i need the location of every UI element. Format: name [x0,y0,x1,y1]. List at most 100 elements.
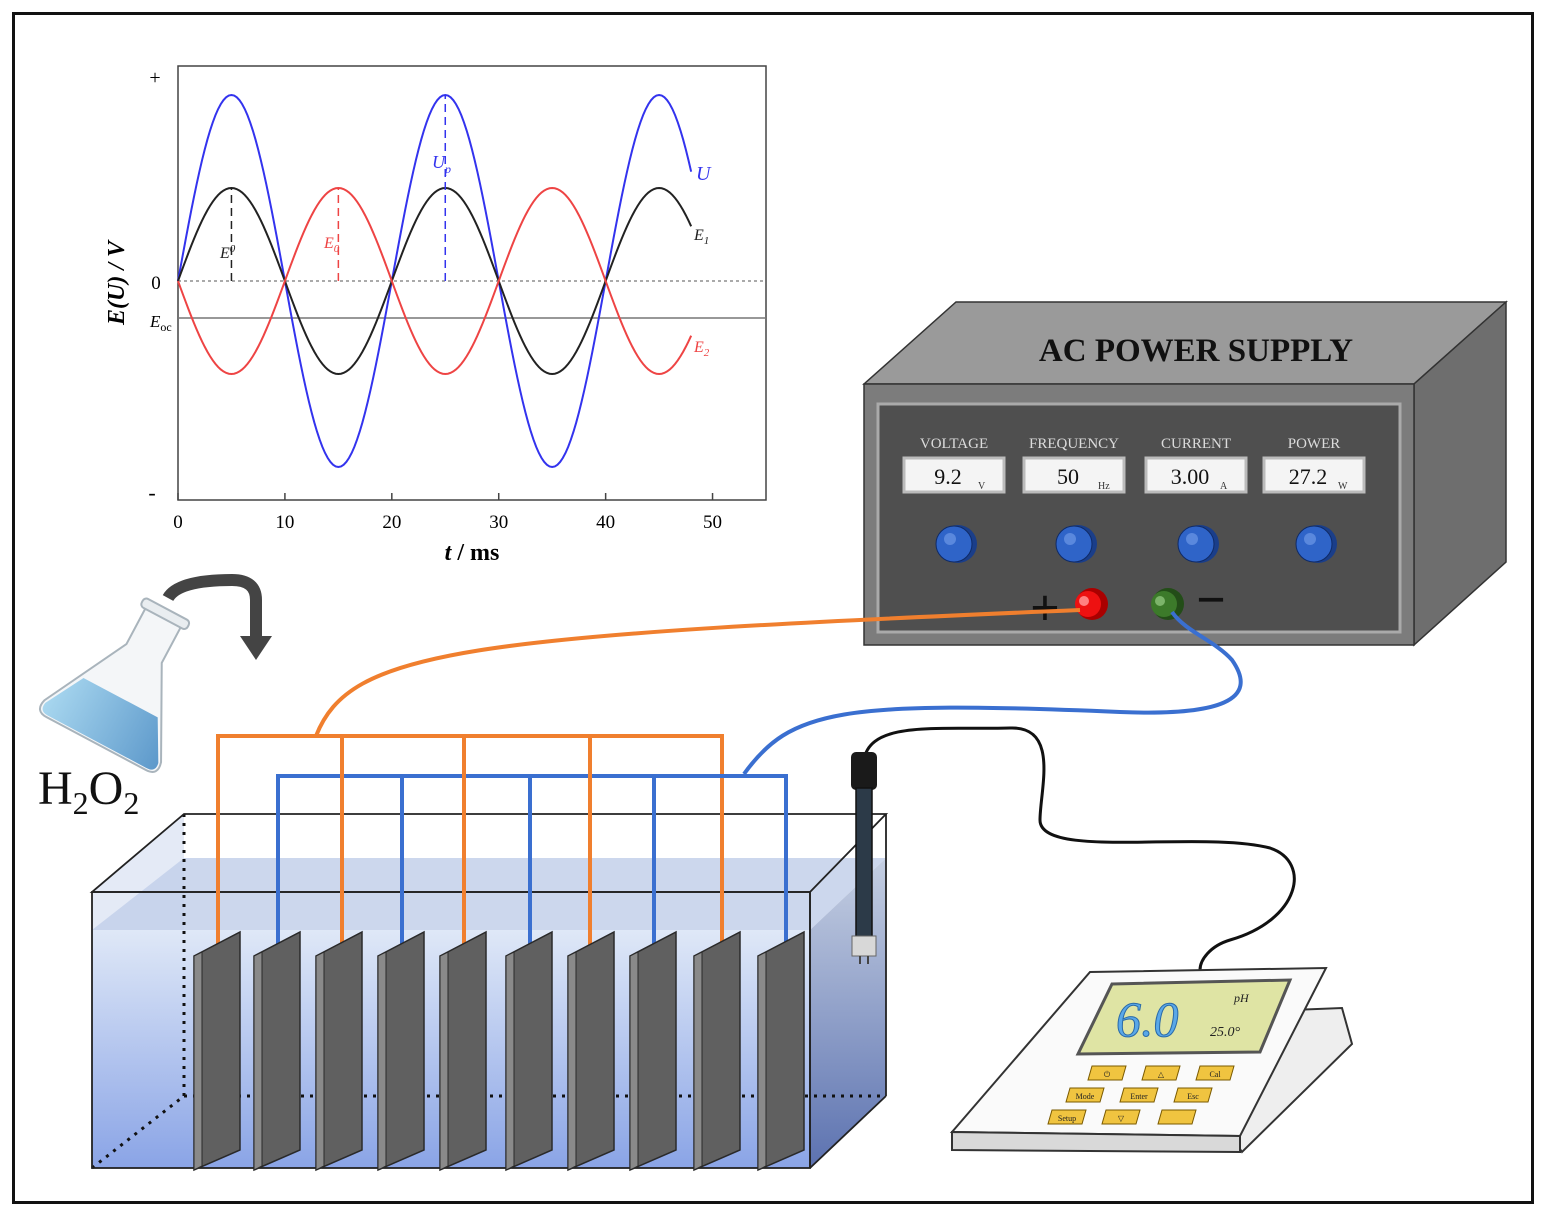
meter-display [1022,456,1126,494]
x-tick-label: 40 [596,512,615,533]
electrode-plate [757,930,805,1172]
series-line-e1 [177,186,693,376]
ph-key-label: ▽ [1118,1114,1125,1123]
plot-area [177,65,767,501]
meter-value: 9.2 [934,464,962,489]
meter-unit: Hz [1098,481,1110,492]
psu-title: AC POWER SUPPLY [1039,333,1353,369]
meter-value: 3.00 [1171,464,1210,489]
meter-display [1144,456,1248,494]
ph-temperature: 25.0° [1210,1025,1241,1040]
y-tick-zero: 0 [151,273,161,294]
x-ticks: 0 10 20 30 40 50 [173,493,722,533]
x-tick-label: 0 [173,512,183,533]
probe-shaft [855,787,873,939]
x-tick-label: 20 [382,512,401,533]
annotation-e2: E0 [323,235,340,255]
x-tick-label: 30 [489,512,508,533]
electrode-plate [693,930,741,1172]
x-tick-label: 50 [703,512,722,533]
ph-key[interactable]: Esc [1173,1087,1213,1103]
ph-key[interactable]: Mode [1065,1087,1105,1103]
ph-meter-front-edge [951,1130,1241,1154]
flask [39,573,272,773]
series [177,93,693,469]
ph-key-label: ⏻ [1104,1070,1111,1079]
meter-label: CURRENT [1161,436,1231,452]
electrode-plate [629,930,677,1172]
y-tick-plus: + [149,67,160,89]
series-line-u [177,93,693,469]
knob-frequency[interactable] [1055,525,1097,563]
electrode-plate [253,930,301,1172]
knob-power[interactable] [1295,525,1337,563]
ph-key-label: Setup [1058,1114,1076,1123]
series-label-e2: E2 [693,339,710,359]
y-axis-label: E(U) / V [104,239,130,326]
tank-edge-bottom-right [809,1095,887,1169]
ph-key-label: Cal [1209,1070,1221,1079]
minus-jack [1151,588,1184,620]
meter-unit: A [1220,481,1228,492]
plus-terminal-label: + [1030,580,1060,637]
anode-supply-wire [314,608,1081,737]
tank-back-diagonal-edge [91,1094,185,1170]
electrode-plates [193,930,805,1172]
ph-unit: pH [1233,991,1250,1005]
meter-display [1262,456,1366,494]
flask-liquid [42,677,159,770]
ph-key[interactable] [1157,1109,1197,1125]
pour-arrow-shaft [162,573,262,640]
y-tick-minus: - [148,480,155,505]
meter-unit: V [978,481,986,492]
electrode-drop-wires [340,736,656,948]
ph-key-label: △ [1158,1070,1165,1079]
ph-key[interactable]: ▽ [1101,1109,1141,1125]
ph-reading: 6.0 [1116,991,1179,1047]
knob-voltage[interactable] [935,525,977,563]
anode-busbar [216,734,724,948]
reagent-label: H2O2 [38,762,139,821]
plus-jack [1075,588,1108,620]
series-line-e2 [177,186,693,376]
meter-value: 50 [1057,464,1079,489]
ph-probe [851,726,1296,971]
ph-key-label: Esc [1187,1092,1199,1101]
x-tick-label: 10 [275,512,294,533]
flask-rim [140,597,191,630]
ph-display [1075,978,1293,1056]
eoc-label: Eoc [149,312,172,334]
electrode-plate [505,930,553,1172]
probe-cable [862,726,1296,971]
psu-front-panel [876,402,1402,634]
knob-current[interactable] [1177,525,1219,563]
series-label-e1: E1 [693,227,709,247]
electrode-plate [315,930,363,1172]
water-surface [92,858,886,930]
annotation-up: Up [432,152,451,176]
ph-key[interactable]: Enter [1119,1087,1159,1103]
x-axis-label: t / ms [445,540,500,566]
tank-front-outline [91,891,811,1169]
figure-frame [12,12,1534,1204]
annotation-e1: E0 [219,243,236,262]
ph-key[interactable]: Setup [1047,1109,1087,1125]
ph-key-label: Mode [1076,1092,1095,1101]
minus-terminal-label: − [1196,572,1226,629]
meter-value: 27.2 [1289,464,1328,489]
probe-tip [851,935,877,957]
ph-key[interactable]: △ [1141,1065,1181,1081]
meter-label: VOLTAGE [920,436,988,452]
ph-key[interactable]: ⏻ [1087,1065,1127,1081]
cathode-supply-wire [742,610,1243,776]
ph-key[interactable]: Cal [1195,1065,1235,1081]
meter-label: POWER [1288,436,1341,452]
